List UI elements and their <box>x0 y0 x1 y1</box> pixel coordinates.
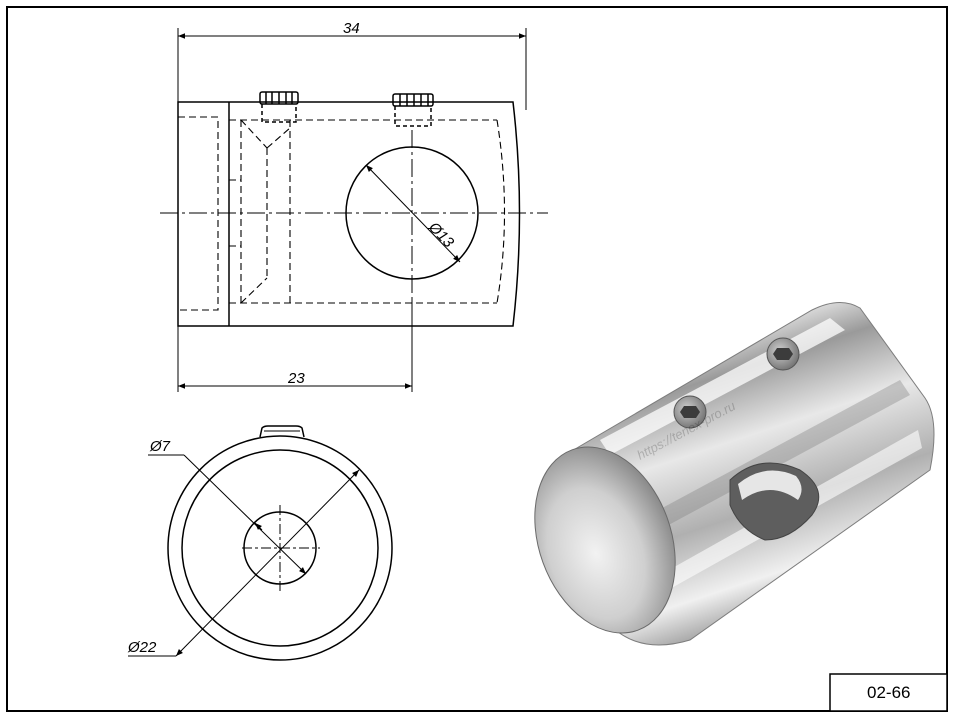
dim-overall-length: 34 <box>343 20 360 37</box>
dim-bore-diameter: Ø7 <box>149 438 171 455</box>
dim-cross-hole-diameter: Ø13 <box>424 218 457 251</box>
set-screw-left <box>259 91 299 123</box>
front-view <box>160 28 548 392</box>
render-screw-1 <box>673 395 707 429</box>
render-end-cap <box>534 446 676 634</box>
hidden-lines <box>178 116 506 311</box>
isometric-render: https://tenex-pro.ru <box>534 302 935 646</box>
dim-outer-diameter: Ø22 <box>127 639 157 656</box>
body-outline <box>177 101 521 327</box>
set-screw-right <box>392 93 434 127</box>
render-screw-2 <box>766 337 800 371</box>
cross-hole-diameter-line <box>365 164 461 263</box>
drawing-code: 02-66 <box>867 683 910 702</box>
screw-tab <box>259 425 305 438</box>
end-view <box>128 425 393 661</box>
center-lines <box>160 130 548 300</box>
sheet-border <box>6 6 948 712</box>
outer-circle <box>167 435 393 661</box>
title-block <box>829 673 948 712</box>
dim-hole-position: 23 <box>287 370 305 387</box>
